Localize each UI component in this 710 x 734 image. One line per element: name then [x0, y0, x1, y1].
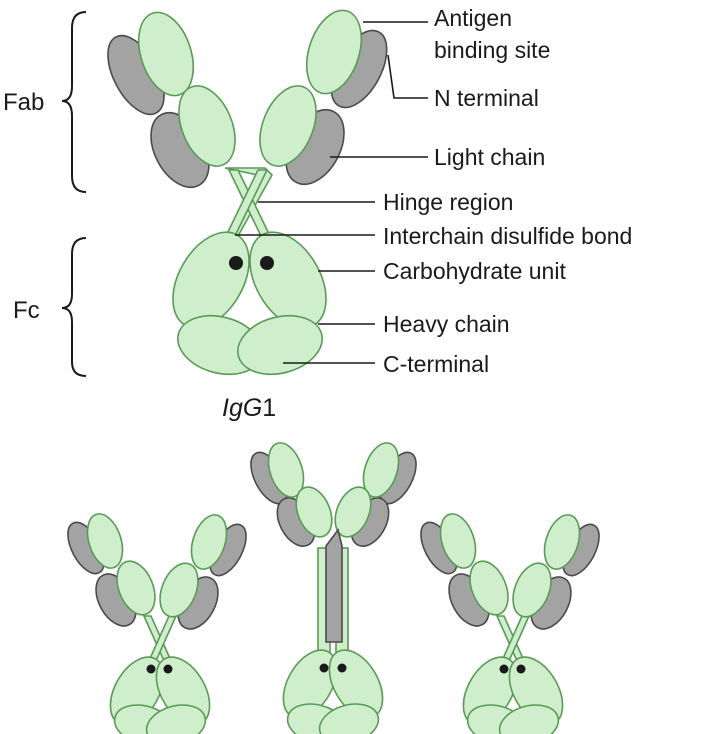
- antigen-binding-site-label-line1: Antigen: [434, 5, 512, 31]
- heavy-chain-right-ch1: [259, 85, 317, 167]
- heavy-chain-left-variable: [137, 11, 195, 97]
- hinge-region-label: Hinge region: [383, 189, 513, 215]
- small-antibody-right: [420, 513, 600, 734]
- small-antibody-middle: [250, 442, 417, 734]
- leader-lines: [235, 21, 428, 364]
- small-antibody-left: [67, 513, 247, 734]
- interchain-disulfide-bond-label: Interchain disulfide bond: [383, 223, 632, 249]
- antigen-binding-site-label-line2: binding site: [434, 37, 550, 63]
- carbohydrate-unit-label: Carbohydrate unit: [383, 258, 566, 284]
- n-terminal-label: N terminal: [434, 85, 539, 111]
- fab-label: Fab: [3, 89, 44, 116]
- igg1-caption: IgG1: [222, 394, 276, 422]
- fc-region: [172, 231, 327, 376]
- fc-brace: [61, 237, 87, 377]
- light-chain-label: Light chain: [434, 144, 545, 170]
- right-fab-arm: [259, 9, 388, 186]
- disulfide-bond-dot-right: [260, 256, 274, 270]
- fc-label: Fc: [13, 297, 40, 324]
- fab-brace: [61, 11, 87, 193]
- c-terminal-label: C-terminal: [383, 351, 489, 377]
- heavy-chain-right-variable: [305, 9, 363, 95]
- heavy-chain-label: Heavy chain: [383, 311, 510, 337]
- left-fab-arm: [107, 11, 236, 189]
- disulfide-bond-dot-left: [229, 256, 243, 270]
- igg1-antibody: Fab Fc Antigen binding site N terminal L…: [3, 5, 632, 422]
- heavy-chain-left-ch1: [178, 85, 236, 167]
- heavy-chain-right-ch3: [237, 314, 323, 376]
